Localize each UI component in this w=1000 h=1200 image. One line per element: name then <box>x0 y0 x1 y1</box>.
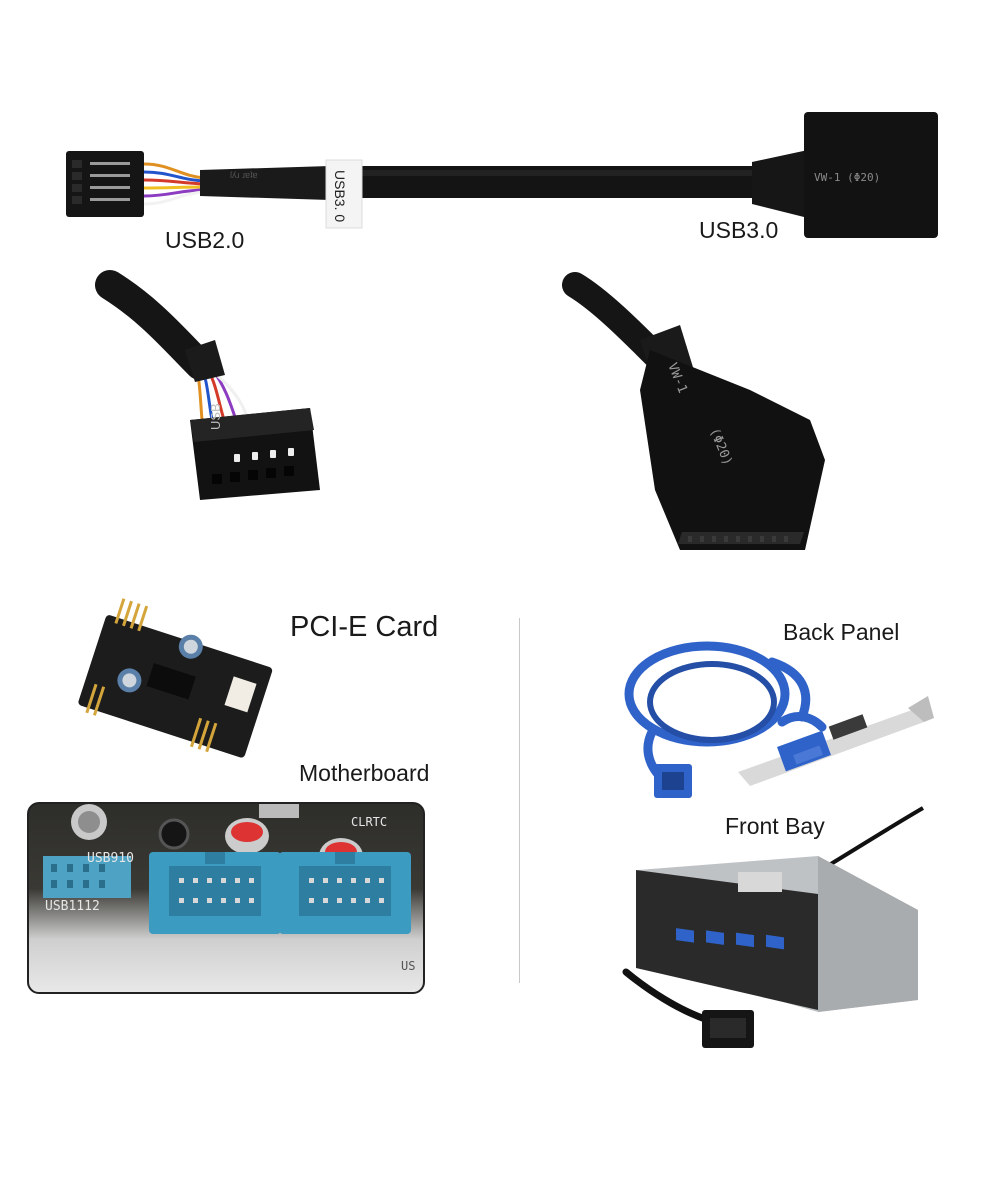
silk-usb1112: USB1112 <box>45 899 100 914</box>
adapter-cable-illustration: ſʎɹ ɹɐʇɐ USB3. 0 VW-1 (Φ20) <box>66 112 938 238</box>
silk-edge: US <box>401 959 415 973</box>
silk-clrtc: CLRTC <box>351 815 387 829</box>
silk-usb910: USB910 <box>87 851 134 866</box>
cable-sleeve-text: USB3. 0 <box>332 170 348 222</box>
motherboard-photo: USB910 USB1112 CLRTC US <box>27 802 425 994</box>
usb3-header-closeup: VW-1 (Φ20) <box>562 272 825 550</box>
back-panel-label: Back Panel <box>783 619 900 645</box>
vertical-divider <box>519 618 520 983</box>
svg-text:ſʎɹ ɹɐʇɐ: ſʎɹ ɹɐʇɐ <box>230 170 258 180</box>
usb2-header-marking: USB <box>208 403 223 430</box>
usb3-connector-marking: VW-1 (Φ20) <box>814 171 880 184</box>
usb2-header-closeup: USB <box>95 270 320 500</box>
front-bay-label: Front Bay <box>725 813 825 839</box>
usb2-label: USB2.0 <box>165 227 245 253</box>
usb3-connector-housing <box>804 112 938 238</box>
pcie-card-image <box>78 598 273 758</box>
usb3-label: USB3.0 <box>699 217 779 243</box>
front-bay-image <box>622 806 925 1048</box>
motherboard-label: Motherboard <box>299 760 430 786</box>
pcie-card-label: PCI-E Card <box>290 611 439 643</box>
cable-sleeve-label <box>325 159 363 229</box>
back-panel-image <box>624 641 934 798</box>
